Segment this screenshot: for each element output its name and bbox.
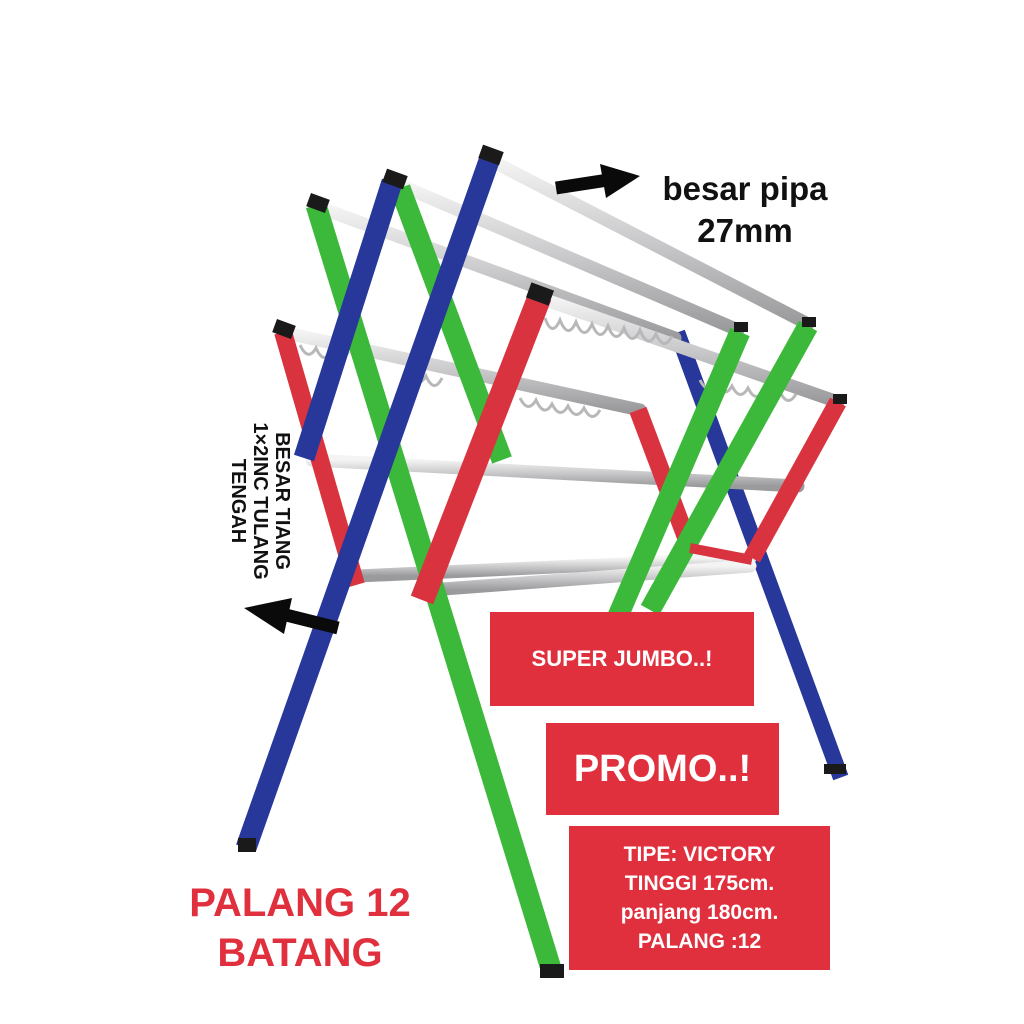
arrow-pipe-icon bbox=[555, 164, 640, 198]
bar-count-line2: BATANG bbox=[217, 931, 383, 975]
spec-bars: PALANG :12 bbox=[637, 930, 762, 953]
rack-legs-blue bbox=[236, 154, 500, 852]
arrow-pole-icon bbox=[244, 598, 340, 635]
pole-size-line1: BESAR TIANG bbox=[271, 432, 293, 570]
rack-frame-red-back-lower bbox=[689, 543, 753, 565]
pole-size-line2: 1×2INC TULANG bbox=[249, 422, 271, 580]
pipe-size-line1: besar pipa bbox=[662, 170, 828, 207]
promo-badge: PROMO..! bbox=[546, 723, 779, 815]
pole-size-line3: TENGAH bbox=[227, 458, 249, 544]
pole-size-annotation: BESAR TIANG 1×2INC TULANG TENGAH bbox=[227, 401, 293, 601]
pipe-size-annotation: besar pipa 27mm bbox=[640, 168, 850, 252]
rack-end-caps bbox=[238, 144, 847, 978]
bar-count-line1: PALANG 12 bbox=[189, 881, 411, 925]
bar-count-caption: PALANG 12 BATANG bbox=[160, 878, 440, 978]
super-jumbo-badge: SUPER JUMBO..! bbox=[490, 612, 754, 706]
spec-height: TINGGI 175cm. bbox=[624, 872, 775, 895]
rack-frame-red-front bbox=[410, 291, 552, 605]
spec-type: TIPE: VICTORY bbox=[623, 843, 776, 866]
spec-length: panjang 180cm. bbox=[620, 901, 779, 924]
spec-box: TIPE: VICTORY TINGGI 175cm. panjang 180c… bbox=[569, 826, 830, 970]
pipe-size-line2: 27mm bbox=[697, 212, 793, 249]
hanger-hooks bbox=[543, 316, 674, 345]
